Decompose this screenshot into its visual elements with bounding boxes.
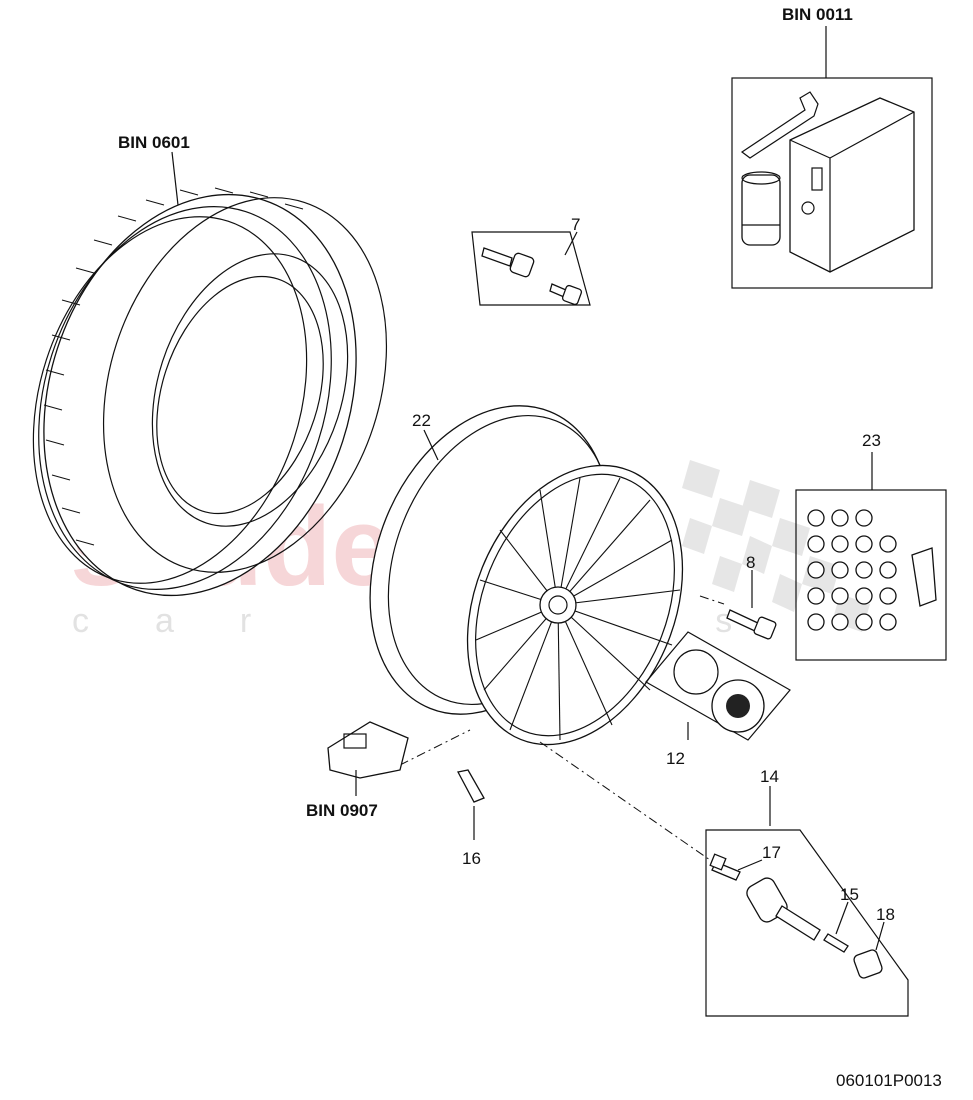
drawing-number: 060101P0013 <box>836 1071 942 1090</box>
valve-set <box>705 786 909 1017</box>
wheel-bolt-long-icon <box>481 247 535 278</box>
sensor-screw-icon <box>709 853 741 881</box>
locking-nut-icon <box>807 561 825 579</box>
locking-nut-icon <box>807 535 825 553</box>
locking-nut-icon <box>807 509 825 527</box>
locking-nut-icon <box>855 509 873 527</box>
locking-nut-icon <box>831 613 849 631</box>
valve-insert-callout[interactable]: 15 <box>840 885 859 904</box>
valve-cap-icon <box>853 949 883 979</box>
locking-nut-icon <box>831 561 849 579</box>
locking-nut-icon <box>879 561 897 579</box>
assembly-lines <box>399 595 725 861</box>
hub-cap-set <box>645 631 791 741</box>
wheel-bolts-set-callout[interactable]: 7 <box>571 215 580 234</box>
rim-spokes <box>475 477 681 741</box>
wheel-bolt-single <box>726 570 777 640</box>
locking-nut-icon <box>879 613 897 631</box>
locking-nut-icon <box>807 587 825 605</box>
tyre-pressure-sensor <box>327 721 409 796</box>
locking-nut-icon <box>831 509 849 527</box>
wheel-bolt-short-icon <box>549 283 583 306</box>
valve-set-callout[interactable]: 14 <box>760 767 779 786</box>
locking-bolts-set-callout[interactable]: 23 <box>862 431 881 450</box>
sensor-screw-callout[interactable]: 17 <box>762 843 781 862</box>
tyre-callout[interactable]: BIN 0601 <box>118 133 190 152</box>
valve-stem-icon <box>746 877 821 941</box>
wheel-bolts-set <box>471 231 591 306</box>
rim-callout[interactable]: 22 <box>412 411 431 430</box>
tool-kit-box <box>731 26 933 289</box>
tyre-leader-line <box>171 151 179 206</box>
locking-nut-icon <box>855 535 873 553</box>
locking-bolts-set <box>795 452 947 661</box>
locking-nut-icon <box>831 535 849 553</box>
locking-nut-icon <box>855 561 873 579</box>
locking-nut-icon <box>855 587 873 605</box>
locking-nut-icon <box>879 535 897 553</box>
locking-nut-grid <box>807 509 897 631</box>
locking-nut-icon <box>879 587 897 605</box>
locking-nut-icon <box>855 613 873 631</box>
wheel-bolt-callout[interactable]: 8 <box>746 553 755 572</box>
rim-hub <box>539 586 577 624</box>
balance-weight <box>457 769 485 840</box>
locking-nut-icon <box>831 587 849 605</box>
compressor-icon <box>789 97 915 273</box>
valve-cap-callout[interactable]: 18 <box>876 905 895 924</box>
locking-nut-icon <box>807 613 825 631</box>
wrench-icon <box>740 91 819 159</box>
pressure-sensor-callout[interactable]: BIN 0907 <box>306 801 378 820</box>
alloy-rim-drawing <box>369 405 684 746</box>
balance-weight-callout[interactable]: 16 <box>462 849 481 868</box>
tool-kit-callout[interactable]: BIN 0011 <box>782 5 853 24</box>
tyre-drawing <box>32 151 388 597</box>
sealant-bottle-icon <box>741 174 781 246</box>
rim-leader-line <box>423 429 439 461</box>
hub-cap-set-callout[interactable]: 12 <box>666 749 685 768</box>
retaining-ring-icon <box>673 649 719 695</box>
adapter-key-icon <box>911 547 937 607</box>
valve-insert-icon <box>823 933 849 953</box>
